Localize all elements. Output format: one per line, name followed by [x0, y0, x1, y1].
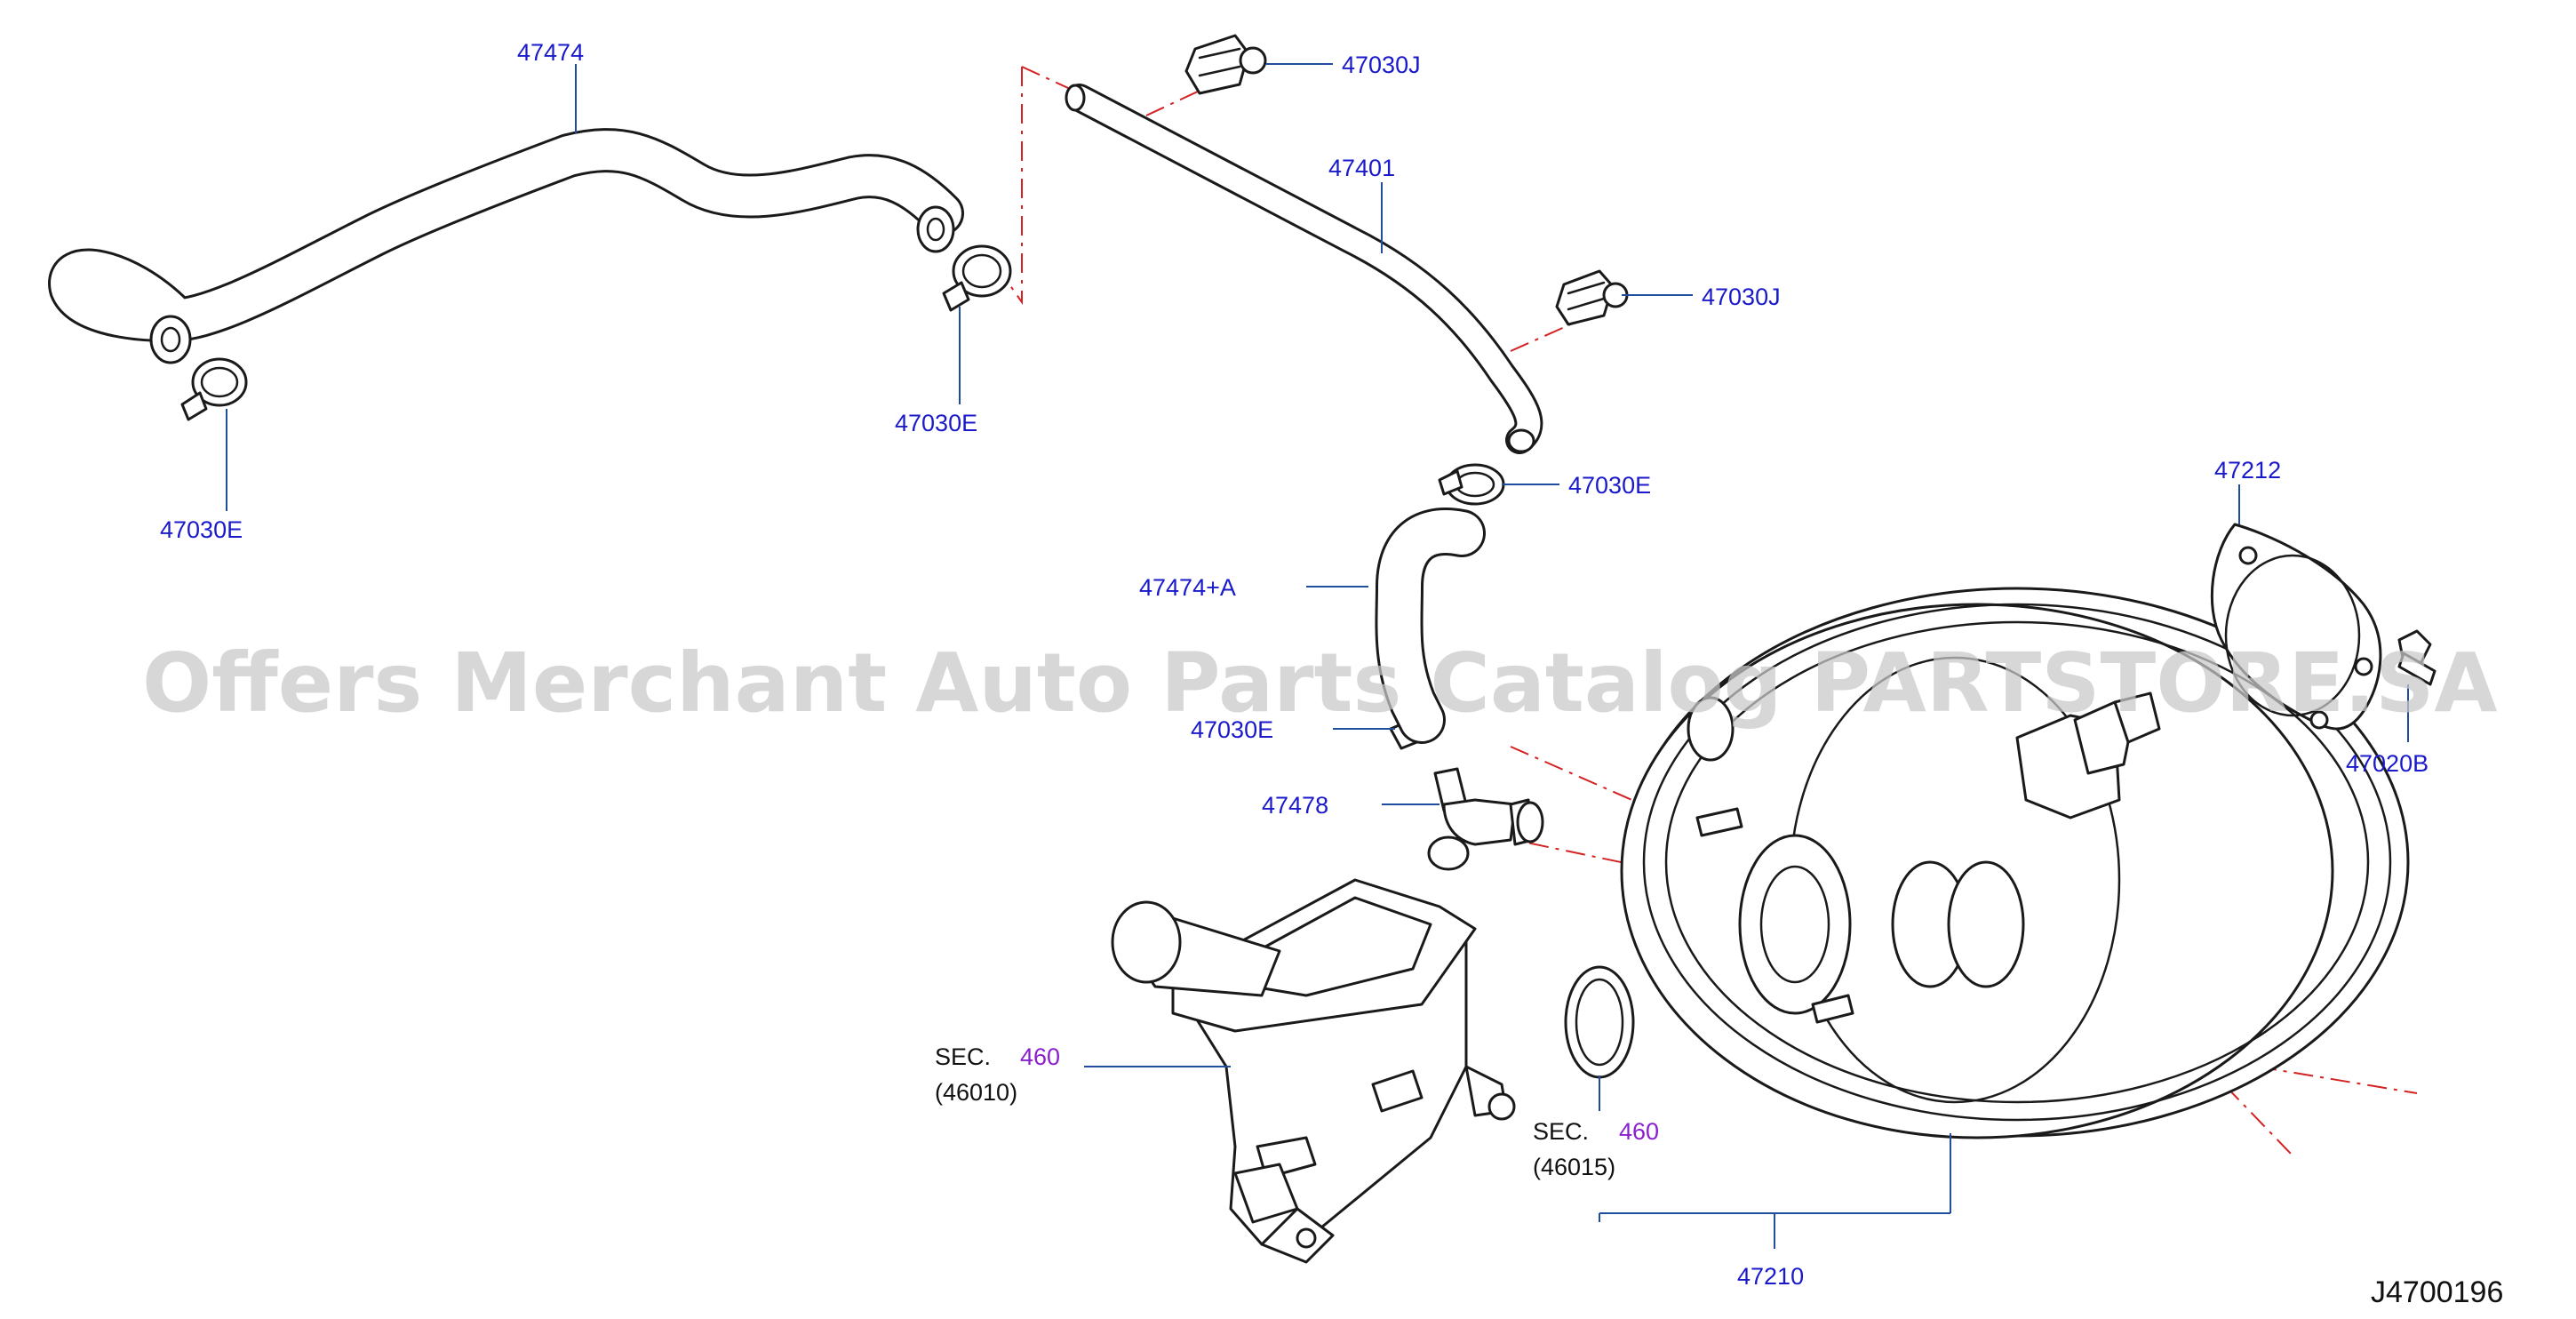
label-47030E-left: 47030E [160, 516, 243, 543]
watermark: Offers Merchant Auto Parts Catalog PARTS… [142, 636, 2498, 731]
sec-number-master-cylinder: 460 [1020, 1043, 1060, 1070]
seal-ring [1564, 965, 1635, 1079]
hose-47401 [1065, 84, 1543, 454]
clip-47030J-top [1184, 34, 1267, 95]
label-47030J-top: 47030J [1342, 52, 1421, 78]
sec-number-seal: 460 [1619, 1118, 1659, 1145]
leader-lines [226, 63, 2409, 1249]
clip-47030J-mid [1555, 269, 1629, 326]
label-47030E-lower: 47030E [1191, 716, 1273, 743]
label-47401: 47401 [1328, 155, 1395, 181]
hose-47474A [1375, 508, 1486, 744]
nut-47020B [2397, 629, 2436, 686]
label-47478: 47478 [1262, 792, 1328, 819]
brake-booster-47210 [1620, 587, 2410, 1139]
clamp-47030E-center [942, 244, 1012, 312]
sec-prefix-master-cylinder: SEC. [935, 1043, 991, 1070]
hose-47474 [48, 128, 964, 364]
label-47212: 47212 [2214, 457, 2281, 484]
sec-code-seal: (46015) [1533, 1154, 1615, 1180]
gasket-47212 [2210, 523, 2382, 731]
label-47030E-center: 47030E [895, 410, 977, 436]
clamp-47030E-right [1438, 463, 1505, 506]
label-47474: 47474 [517, 39, 584, 66]
sec-prefix-seal: SEC. [1533, 1118, 1589, 1145]
label-47474A: 47474+A [1139, 574, 1236, 601]
master-cylinder [1111, 878, 1516, 1264]
label-47020B: 47020B [2346, 750, 2428, 777]
label-47030E-right: 47030E [1568, 472, 1651, 499]
clamp-47030E-left [180, 357, 248, 421]
label-47210: 47210 [1737, 1263, 1804, 1290]
diagram-code: J4700196 [2371, 1275, 2503, 1309]
check-valve-47478 [1427, 767, 1544, 871]
label-47030J-mid: 47030J [1702, 284, 1781, 310]
sec-code-master-cylinder: (46010) [935, 1079, 1017, 1106]
